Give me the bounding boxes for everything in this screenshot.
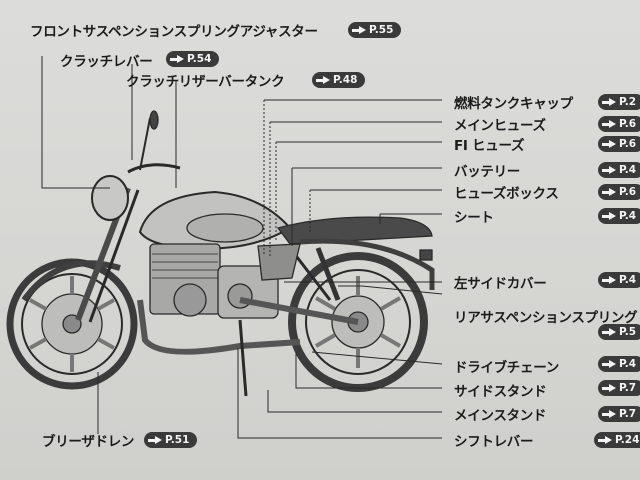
arrow-right-icon: [602, 359, 616, 369]
ref-page: P.48: [333, 74, 358, 86]
ref-page: P.54: [187, 53, 212, 65]
label-drive-chain: ドライブチェーン: [454, 360, 559, 376]
label-shift-lever: シフトレバー: [454, 434, 534, 450]
ref-fi-fuse[interactable]: P.6: [598, 136, 640, 152]
ref-seat[interactable]: P.4: [598, 208, 640, 224]
ref-page: P.24: [615, 434, 640, 446]
label-rear-suspension-spring: リアサスペンションスプリング: [454, 310, 638, 326]
ref-page: P.7: [619, 382, 637, 394]
ref-page: P.4: [619, 358, 637, 370]
label-fi-fuse: FI ヒューズ: [454, 138, 525, 154]
label-clutch-reservoir: クラッチリザーバータンク: [126, 74, 285, 90]
arrow-right-icon: [602, 119, 616, 129]
ref-page: P.7: [619, 408, 637, 420]
ref-page: P.51: [165, 434, 190, 446]
label-clutch-lever: クラッチレバー: [60, 54, 153, 70]
label-seat: シート: [454, 210, 494, 226]
arrow-right-icon: [316, 75, 330, 85]
arrow-right-icon: [170, 54, 184, 64]
ref-page: P.4: [619, 210, 637, 222]
ref-page: P.55: [369, 24, 394, 36]
arrow-right-icon: [598, 435, 612, 445]
ref-page: P.6: [619, 186, 637, 198]
arrow-right-icon: [148, 435, 162, 445]
ref-page: P.5: [619, 326, 637, 338]
label-breather-drain: ブリーザドレン: [42, 434, 135, 450]
label-left-side-cover: 左サイドカバー: [454, 276, 547, 292]
label-battery: バッテリー: [454, 164, 520, 180]
ref-shift-lever[interactable]: P.24: [594, 432, 640, 448]
arrow-right-icon: [352, 25, 366, 35]
ref-front-suspension-adjuster[interactable]: P.55: [348, 22, 402, 38]
arrow-right-icon: [602, 275, 616, 285]
ref-side-stand[interactable]: P.7: [598, 380, 640, 396]
arrow-right-icon: [602, 383, 616, 393]
ref-left-side-cover[interactable]: P.4: [598, 272, 640, 288]
arrow-right-icon: [602, 165, 616, 175]
ref-page: P.6: [619, 118, 637, 130]
ref-fuel-cap[interactable]: P.2: [598, 94, 640, 110]
ref-battery[interactable]: P.4: [598, 162, 640, 178]
label-fuse-box: ヒューズボックス: [454, 186, 559, 202]
label-main-stand: メインスタンド: [454, 408, 547, 424]
label-front-suspension-adjuster: フロントサスペンションスプリングアジャスター: [30, 24, 318, 40]
ref-drive-chain[interactable]: P.4: [598, 356, 640, 372]
ref-clutch-lever[interactable]: P.54: [166, 51, 220, 67]
label-main-fuse: メインヒューズ: [454, 118, 546, 134]
ref-rear-suspension-spring[interactable]: P.5: [598, 324, 640, 340]
ref-fuse-box[interactable]: P.6: [598, 184, 640, 200]
arrow-right-icon: [602, 211, 616, 221]
ref-main-fuse[interactable]: P.6: [598, 116, 640, 132]
arrow-right-icon: [602, 409, 616, 419]
label-fuel-cap: 燃料タンクキャップ: [454, 96, 573, 112]
ref-main-stand[interactable]: P.7: [598, 406, 640, 422]
ref-page: P.2: [619, 96, 637, 108]
ref-page: P.4: [619, 164, 637, 176]
arrow-right-icon: [602, 187, 616, 197]
ref-page: P.6: [619, 138, 637, 150]
arrow-right-icon: [602, 139, 616, 149]
ref-clutch-reservoir[interactable]: P.48: [312, 72, 366, 88]
arrow-right-icon: [602, 327, 616, 337]
ref-breather-drain[interactable]: P.51: [144, 432, 198, 448]
arrow-right-icon: [602, 97, 616, 107]
ref-page: P.4: [619, 274, 637, 286]
label-side-stand: サイドスタンド: [454, 384, 547, 400]
